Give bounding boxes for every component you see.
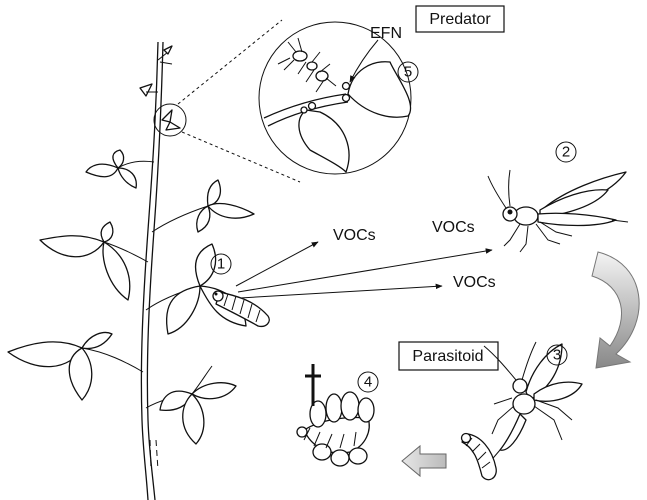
parasitoid-wasp-flying-icon xyxy=(488,170,628,252)
cycle-curved-arrow xyxy=(592,252,639,368)
vocs-label-2: VOCs xyxy=(432,219,475,236)
svg-text:5: 5 xyxy=(404,64,412,81)
predator-label: Predator xyxy=(429,11,491,28)
magnifier-guide-bottom xyxy=(182,132,300,182)
parasitoid-label: Parasitoid xyxy=(412,348,483,365)
step-marker-2: 2 xyxy=(556,142,576,162)
ant-predator-icon xyxy=(278,38,336,92)
efn-label: EFN xyxy=(370,25,402,42)
magnified-inset xyxy=(259,22,411,174)
plant-stem xyxy=(141,42,158,500)
svg-text:4: 4 xyxy=(364,374,372,391)
vocs-label-3: VOCs xyxy=(453,274,496,291)
step-marker-4: 4 xyxy=(358,372,378,392)
parasitized-caterpillar-icon xyxy=(297,392,374,466)
step-marker-5: 5 xyxy=(398,62,418,82)
svg-text:3: 3 xyxy=(553,347,561,364)
magnifier-guide-top xyxy=(178,20,282,104)
svg-text:2: 2 xyxy=(562,144,570,161)
vocs-label-1: VOCs xyxy=(333,227,376,244)
dagger-cross-icon xyxy=(305,364,321,406)
voc-arrow-3 xyxy=(240,286,442,298)
svg-text:1: 1 xyxy=(217,256,225,273)
parasitoid-wasp-ovipositing-icon xyxy=(484,342,582,464)
cycle-small-arrow xyxy=(402,446,446,476)
host-caterpillar-icon xyxy=(462,434,497,480)
voc-arrow-1 xyxy=(236,242,318,286)
